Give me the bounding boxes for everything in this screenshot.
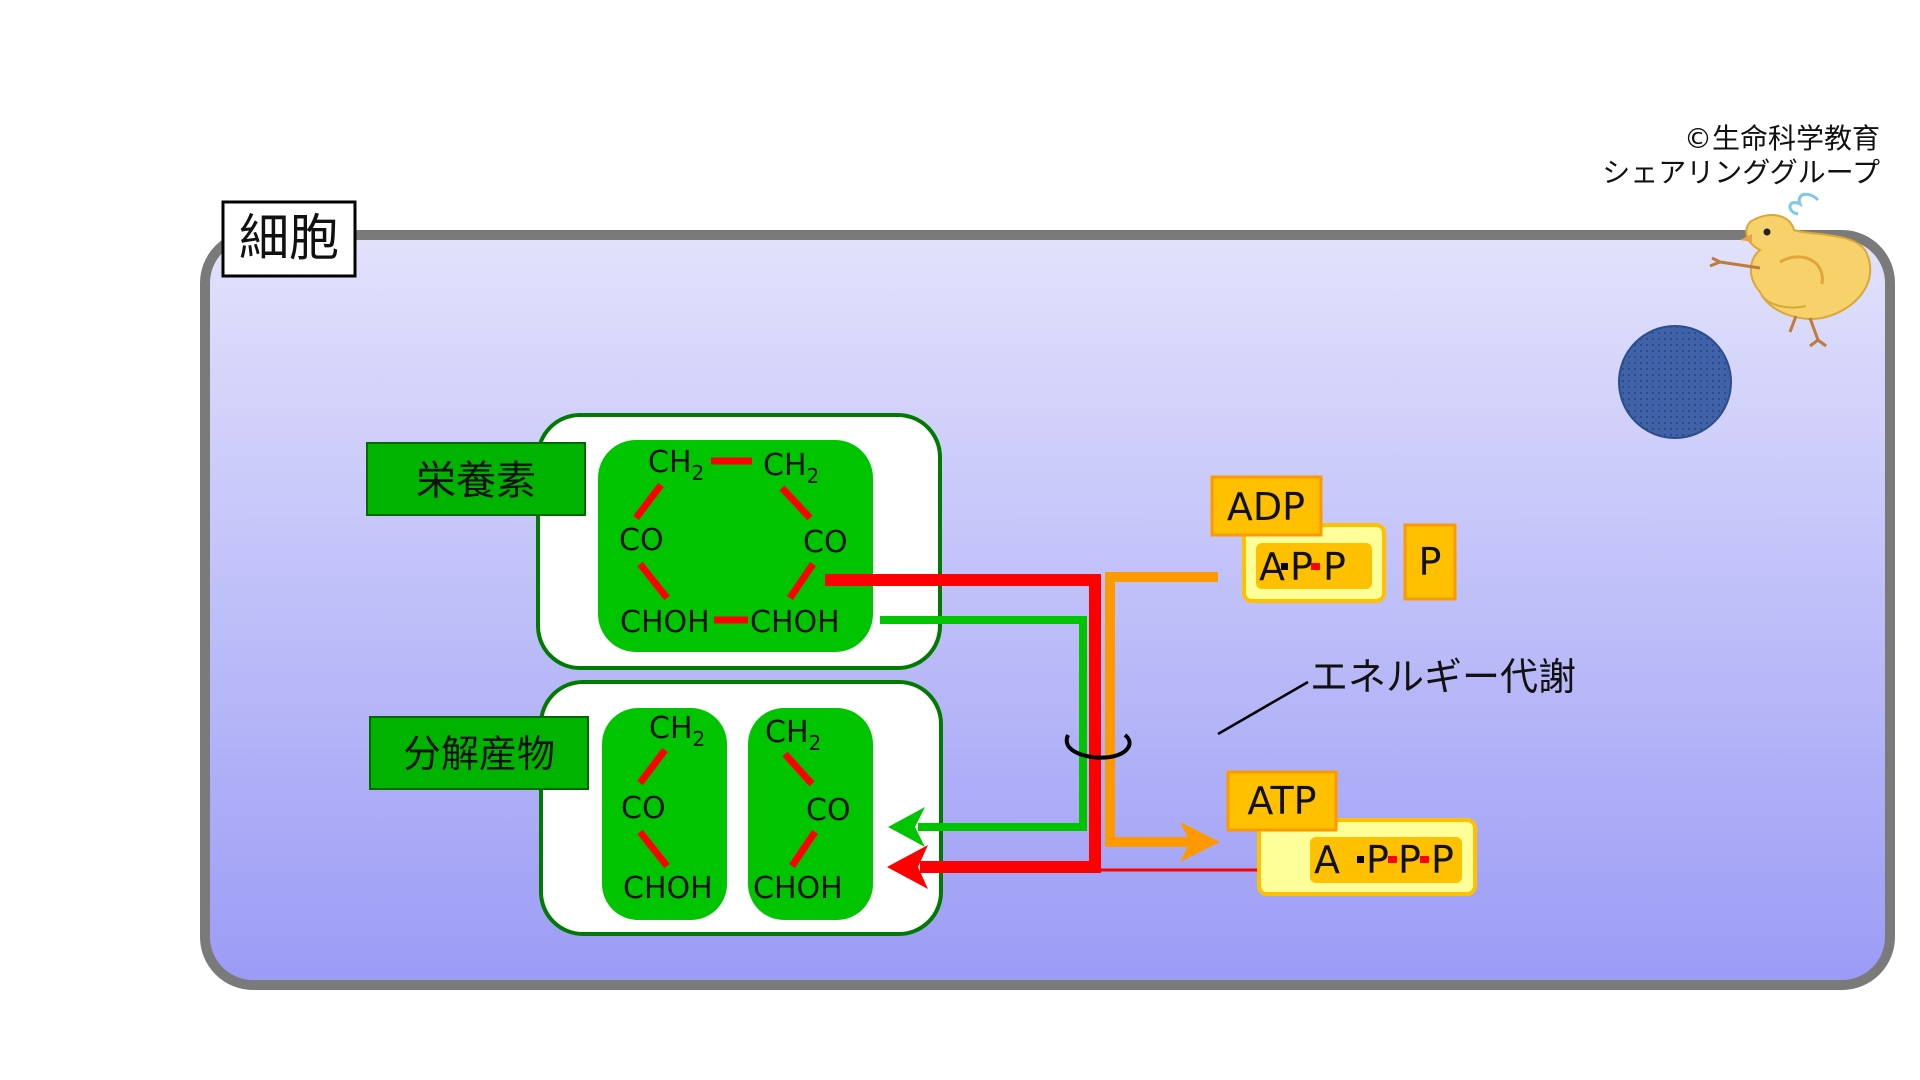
nutrient-molecule-box bbox=[598, 440, 873, 652]
adp-bonds bbox=[1281, 563, 1320, 570]
atp-a: A bbox=[1314, 838, 1340, 882]
cell-label-box bbox=[221, 200, 357, 278]
copyright-line2: シェアリンググループ bbox=[1602, 156, 1880, 189]
nutrient-label-box bbox=[366, 442, 586, 516]
phosphate-box bbox=[1403, 523, 1457, 601]
atp-p3: P bbox=[1431, 838, 1454, 882]
products-right-box bbox=[748, 708, 873, 920]
metabolism-label: エネルギー代謝 bbox=[1310, 655, 1576, 699]
orange-arrowhead bbox=[1180, 822, 1220, 862]
products-left-box bbox=[602, 708, 727, 920]
products-label: 分解産物 bbox=[403, 732, 555, 776]
products-right-mid: CO bbox=[806, 793, 851, 828]
atp-p2: P bbox=[1398, 838, 1421, 882]
atp-label-box bbox=[1226, 770, 1338, 832]
orange-pathway bbox=[1105, 572, 1218, 847]
atp-p1: P bbox=[1366, 838, 1389, 882]
adp-label-box bbox=[1210, 475, 1323, 537]
products-label-box bbox=[369, 716, 589, 790]
products-container bbox=[539, 680, 943, 936]
products-right-top: CH2 bbox=[765, 715, 821, 755]
copyright-line1: ©生命科学教育 bbox=[1684, 122, 1880, 155]
atp-bonds bbox=[1357, 856, 1429, 863]
green-pathway bbox=[880, 616, 1087, 831]
adp-a: A bbox=[1259, 545, 1285, 589]
coupling-ring bbox=[1064, 733, 1132, 760]
nutrient-bottom-right: CHOH bbox=[750, 605, 840, 640]
chick-illustration bbox=[1709, 192, 1872, 348]
metabolism-pointer bbox=[1217, 680, 1309, 736]
nutrient-mid-right: CO bbox=[803, 525, 848, 560]
products-left-bottom: CHOH bbox=[623, 871, 713, 906]
nutrient-mid-left: CO bbox=[619, 523, 664, 558]
cell-label: 細胞 bbox=[239, 209, 339, 267]
atp-label: ATP bbox=[1247, 779, 1316, 823]
green-arrowhead bbox=[888, 807, 925, 847]
red-pathway bbox=[825, 574, 1101, 873]
nutrient-label: 栄養素 bbox=[416, 458, 536, 504]
phosphate-label: P bbox=[1419, 540, 1442, 584]
products-left-mid: CO bbox=[621, 791, 666, 826]
adp-label: ADP bbox=[1227, 485, 1305, 529]
nutrient-bonds bbox=[633, 457, 816, 624]
adp-p1: P bbox=[1290, 545, 1313, 589]
adp-p2: P bbox=[1323, 545, 1346, 589]
atp-formula-inner bbox=[1310, 837, 1462, 883]
products-left-top: CH2 bbox=[649, 711, 705, 751]
nutrient-bottom-left: CHOH bbox=[620, 605, 710, 640]
nutrient-top-left: CH2 bbox=[648, 445, 704, 485]
nucleus bbox=[1618, 325, 1732, 439]
products-bonds bbox=[637, 747, 818, 869]
red-arrowhead bbox=[887, 845, 928, 889]
nutrient-top-right: CH2 bbox=[763, 448, 819, 488]
products-right-bottom: CHOH bbox=[753, 871, 843, 906]
